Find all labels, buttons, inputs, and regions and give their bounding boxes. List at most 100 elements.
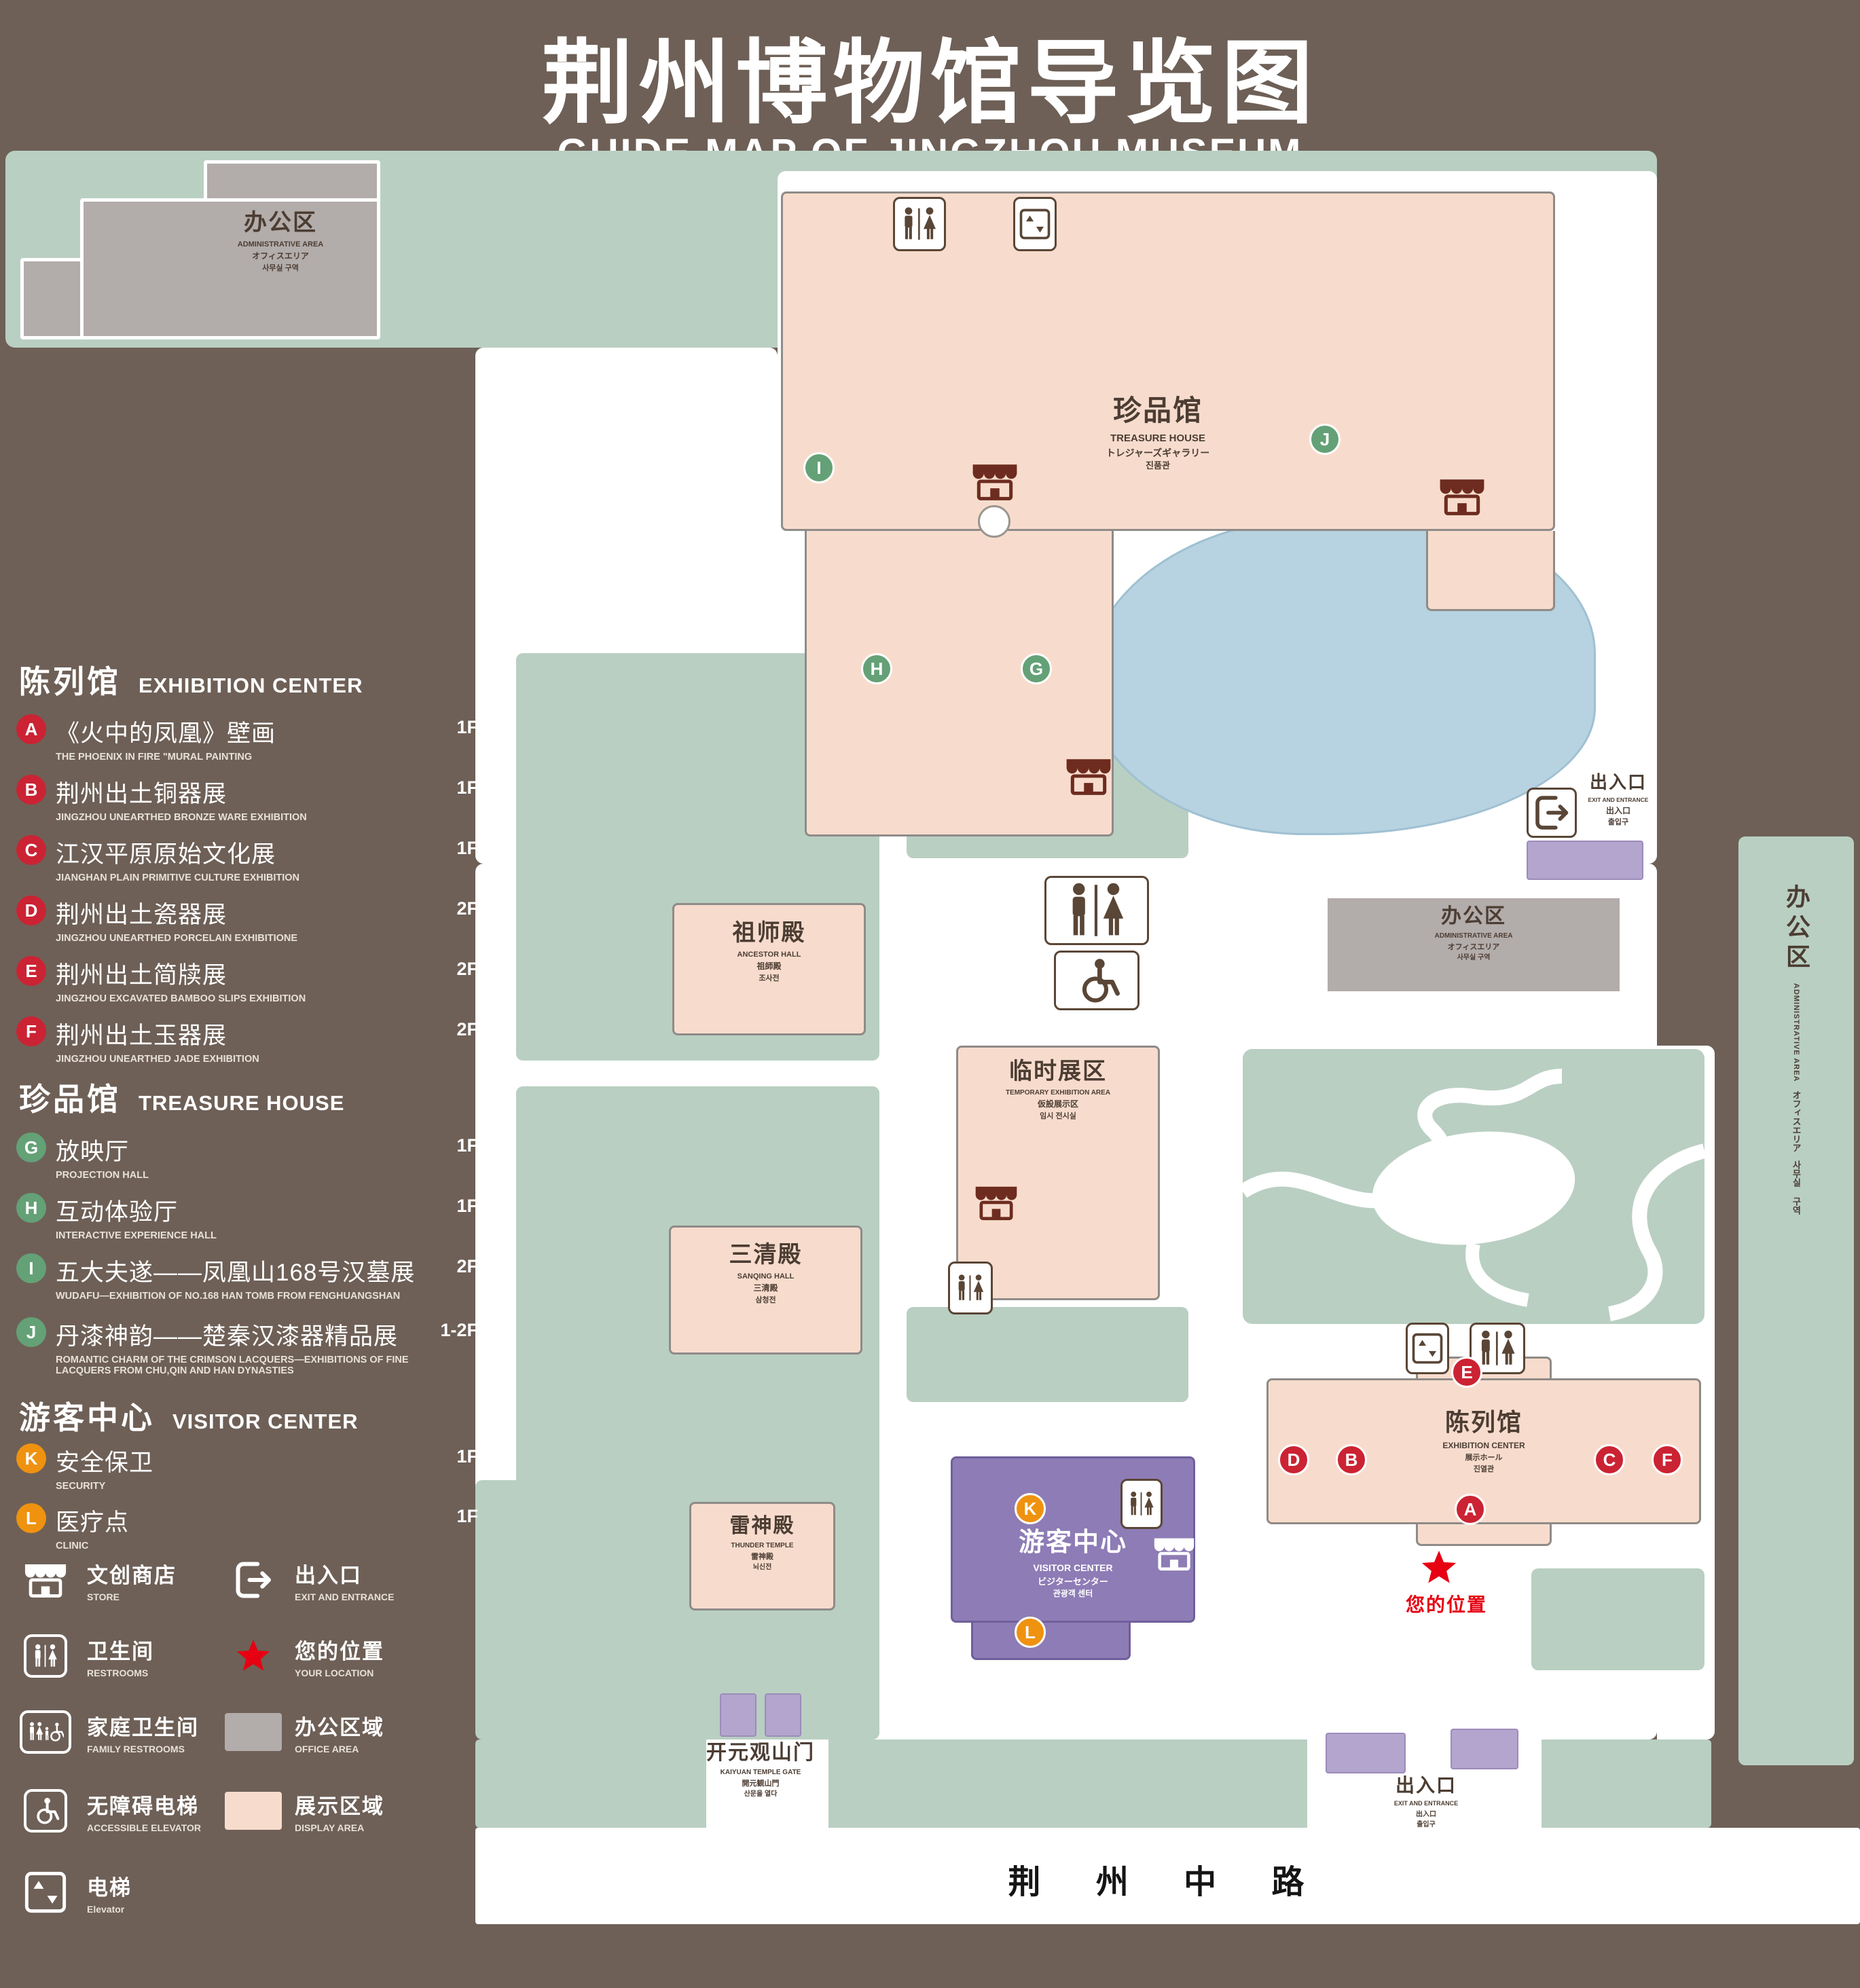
store-icon (1152, 1534, 1197, 1572)
garden-parcel (1243, 1049, 1704, 1324)
legend-item-floor: 1F (456, 1506, 478, 1526)
legend-symbol: 出入口 EXIT AND ENTRANCE (224, 1555, 395, 1605)
legend-symbol: 您的位置 YOUR LOCATION (224, 1631, 384, 1681)
admin-mid-label-zh: 办公区 (1441, 905, 1506, 927)
legend-symbol-zh: 电梯 (87, 1875, 132, 1900)
accessible-elevator-icon (16, 1786, 75, 1836)
legend-section-treasure: 珍品馆 TREASURE HOUSE (19, 1075, 344, 1120)
legend-item-letter: H (16, 1193, 46, 1223)
legend-item-zh: 医疗点 (56, 1509, 130, 1536)
legend-item-letter: J (16, 1317, 46, 1347)
temporary-exhibition-label: 临时展区 TEMPORARY EXHIBITION AREA 仮設展示区 임시 … (960, 1056, 1156, 1121)
ancestor-hall-label-zh: 祖师殿 (732, 920, 806, 946)
legend-item-en: JINGZHOU UNEARTHED JADE EXHIBITION (56, 1054, 259, 1065)
legend-item-floor: 2F (456, 1019, 478, 1039)
admin-right-label-kr: 사무실 구역 (1791, 1160, 1802, 1215)
legend-symbol-zh: 文创商店 (87, 1563, 177, 1587)
legend-section-visitor: 游客中心 VISITOR CENTER (19, 1393, 359, 1438)
store-icon (16, 1555, 75, 1605)
legend-item: D 荆州出土瓷器展 JINGZHOU UNEARTHED PORCELAIN E… (16, 896, 478, 944)
legend-item-zh: 放映厅 (56, 1139, 130, 1165)
legend-item: L 医疗点 CLINIC 1F (16, 1503, 478, 1551)
marker-f: F (1652, 1444, 1683, 1475)
exit-bottom-label-jp: 出入口 (1416, 1811, 1436, 1819)
legend-symbol-zh: 家庭卫生间 (87, 1715, 199, 1740)
ancestor-hall-label-en: ANCESTOR HALL (737, 951, 801, 959)
legend-symbol-en: Elevator (87, 1903, 125, 1915)
office-area-swatch (224, 1707, 282, 1757)
legend-item-letter: I (16, 1253, 46, 1283)
family-restroom-icon (16, 1707, 75, 1757)
page-title: 荆州博物馆导览图 (541, 32, 1319, 134)
legend-symbol: 家庭卫生间 FAMILY RESTROOMS (16, 1707, 199, 1757)
temporary-exhibition-label-jp: 仮設展示区 (1037, 1099, 1078, 1109)
legend-item-letter: D (16, 896, 46, 925)
legend-item-en: SECURITY (56, 1481, 106, 1492)
legend-item-zh: 荆州出土简牍展 (56, 962, 227, 989)
legend-symbol: 展示区域 DISPLAY AREA (224, 1786, 384, 1836)
exit-bottom-label: 出入口 EXIT AND ENTRANCE 出入口 출입구 (1358, 1773, 1494, 1829)
treasure-house-label: 珍品馆 TREASURE HOUSE トレジャーズギャラリー 진품관 (1049, 392, 1266, 472)
marker-d: D (1278, 1444, 1309, 1475)
exhibition-center-label: 陈列馆 EXHIBITION CENTER 展示ホール 진열관 (1399, 1407, 1569, 1474)
marker-k: K (1015, 1493, 1046, 1524)
exit-bottom-label-zh: 出入口 (1395, 1775, 1457, 1796)
legend-item-en: ROMANTIC CHARM OF THE CRIMSON LACQUERS—E… (56, 1355, 409, 1376)
legend-item: H 互动体验厅 INTERACTIVE EXPERIENCE HALL 1F (16, 1193, 478, 1241)
ancestor-hall-label-jp: 祖師殿 (756, 961, 782, 972)
legend-item-zh: 荆州出土瓷器展 (56, 902, 227, 928)
legend-section-title-en: VISITOR CENTER (172, 1410, 359, 1433)
legend-symbol-en: RESTROOMS (87, 1667, 149, 1678)
legend-item: C 江汉平原原始文化展 JIANGHAN PLAIN PRIMITIVE CUL… (16, 835, 478, 883)
legend-section-title-zh: 陈列馆 (19, 664, 121, 699)
exit-bottom-pad (1451, 1729, 1518, 1769)
elevator-icon (1013, 197, 1057, 251)
gate-walkway (706, 1740, 828, 1828)
legend-item-zh: 互动体验厅 (56, 1199, 179, 1226)
legend-item-letter: C (16, 835, 46, 865)
legend-symbol: 卫生间 RESTROOMS (16, 1631, 154, 1681)
legend-item-letter: A (16, 714, 46, 744)
legend-item-en: INTERACTIVE EXPERIENCE HALL (56, 1230, 217, 1241)
exit-right-label-zh: 出入口 (1589, 772, 1647, 792)
admin-top-building (80, 198, 380, 339)
thunder-temple-label-en: THUNDER TEMPLE (731, 1542, 794, 1549)
admin-right-label-en: ADMINISTRATIVE AREA (1792, 983, 1800, 1082)
exit-right-label-jp: 出入口 (1605, 805, 1630, 815)
legend-item: J 丹漆神韵——楚秦汉漆器精品展 ROMANTIC CHARM OF THE C… (16, 1317, 478, 1376)
sanqing-hall-label-jp: 三清殿 (753, 1283, 778, 1293)
marker-i: I (803, 452, 835, 483)
legend-symbol-en: STORE (87, 1591, 120, 1602)
legend-item-floor: 1F (456, 1135, 478, 1156)
admin-right-label-zh: 办公区 (1783, 884, 1810, 974)
legend-item: B 荆州出土铜器展 JINGZHOU UNEARTHED BRONZE WARE… (16, 775, 478, 823)
legend-item-zh: 江汉平原原始文化展 (56, 841, 276, 868)
marker-e: E (1451, 1357, 1482, 1388)
thunder-temple-building (689, 1502, 835, 1610)
exhibition-center-label-jp: 展示ホール (1465, 1454, 1503, 1462)
legend-item-letter: K (16, 1443, 46, 1473)
admin-top-label-zh: 办公区 (244, 210, 317, 236)
legend-item-letter: E (16, 956, 46, 986)
thunder-temple-label-jp: 雷神殿 (751, 1553, 773, 1561)
elevator-icon (16, 1867, 75, 1917)
admin-mid-label-en: ADMINISTRATIVE AREA (1434, 932, 1513, 940)
legend-item-en: WUDAFU—EXHIBITION OF NO.168 HAN TOMB FRO… (56, 1291, 401, 1302)
legend-item-zh: 安全保卫 (56, 1450, 154, 1476)
admin-right-label-jp: オフィスエリア (1791, 1090, 1802, 1152)
legend-item-en: CLINIC (56, 1541, 89, 1551)
legend-symbol-en: OFFICE AREA (295, 1743, 359, 1754)
admin-mid-building (1324, 895, 1623, 995)
exit-right-pad (1527, 841, 1643, 880)
accessible-elevator-icon (1406, 1323, 1449, 1374)
legend-symbol-en: YOUR LOCATION (295, 1667, 374, 1678)
admin-top-label: 办公区 ADMINISTRATIVE AREA オフィスエリア 사무실 구역 (196, 208, 365, 273)
exit-bottom-label-en: EXIT AND ENTRANCE (1393, 1800, 1459, 1807)
sanqing-hall-label-en: SANQING HALL (737, 1272, 795, 1281)
gate-pillar (720, 1693, 756, 1737)
marker-c: C (1594, 1444, 1625, 1475)
store-icon (1437, 475, 1487, 517)
visitor-center-label-en: VISITOR CENTER (1033, 1562, 1113, 1574)
treasure-house-stub (1426, 531, 1555, 611)
